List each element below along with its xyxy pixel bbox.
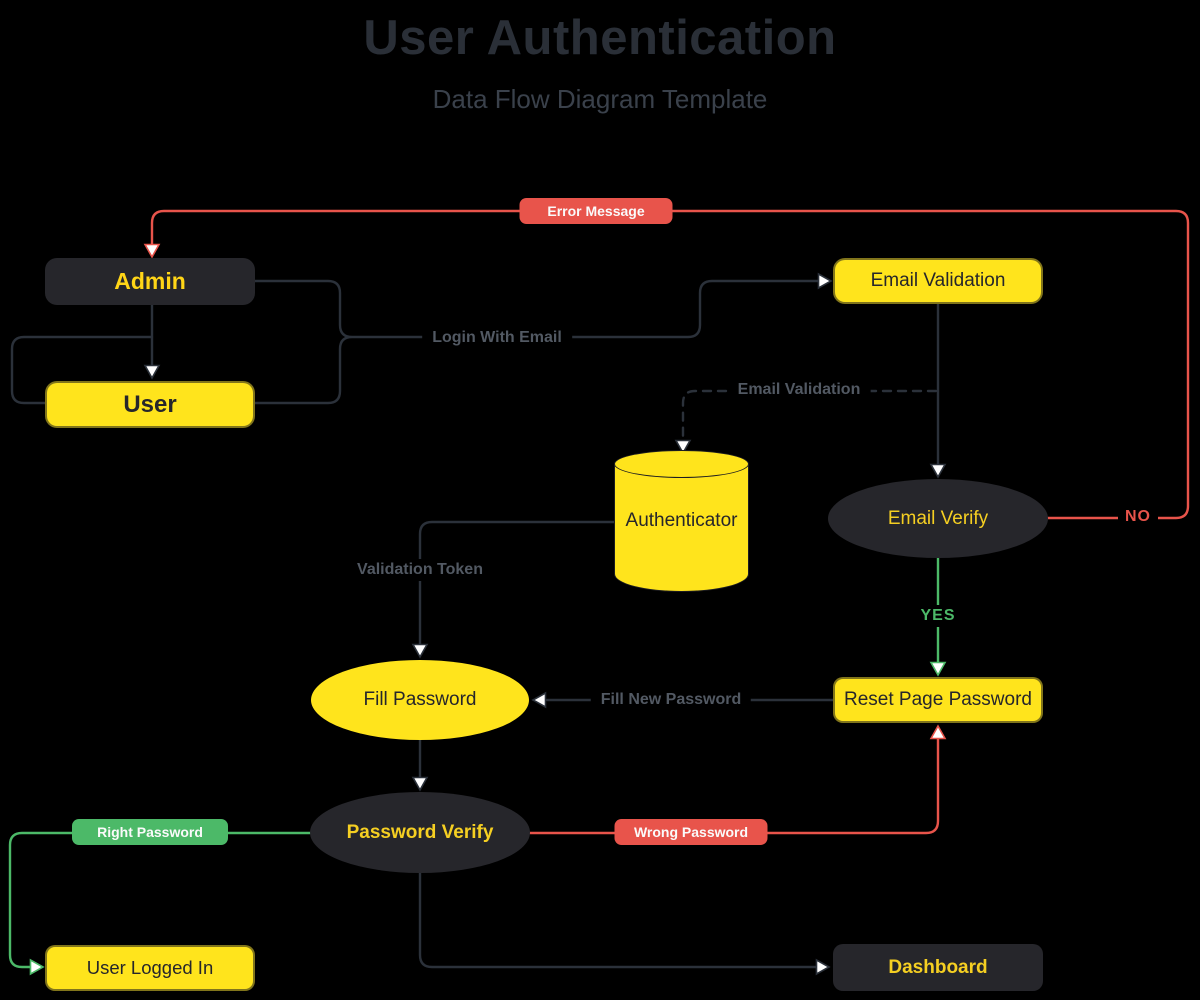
- node-reset-page-password: Reset Page Password: [833, 677, 1043, 723]
- cylinder-top: [614, 450, 749, 478]
- node-email-validation: Email Validation: [833, 258, 1043, 304]
- email-validation-label: Email Validation: [870, 270, 1006, 291]
- edge-login-with-email: [253, 272, 833, 405]
- wrong-password-pill: Wrong Password: [614, 819, 768, 845]
- dashboard-label: Dashboard: [888, 956, 988, 978]
- node-admin: Admin: [45, 258, 255, 305]
- node-dashboard: Dashboard: [833, 944, 1043, 991]
- node-user-logged-in: User Logged In: [45, 945, 255, 991]
- edge-emailvalidation-to-emailverify: [929, 302, 947, 479]
- cylinder-body: [614, 464, 749, 592]
- no-label: NO: [1118, 506, 1158, 528]
- node-email-verify: Email Verify: [828, 479, 1048, 558]
- edge-passwordverify-to-dashboard: [418, 870, 831, 976]
- edge-authenticator-to-fillpassword: [411, 520, 616, 659]
- node-fill-password: Fill Password: [311, 660, 529, 740]
- email-validation-edge-label: Email Validation: [727, 379, 871, 401]
- reset-page-password-label: Reset Page Password: [844, 689, 1032, 710]
- admin-label: Admin: [114, 268, 186, 294]
- diagram-title: User Authentication: [363, 11, 837, 65]
- edge-admin-user-left-bracket: [10, 335, 154, 405]
- edge-error-message-red: [143, 209, 1190, 520]
- edge-wrong-password-red: [528, 724, 947, 835]
- user-label: User: [123, 390, 177, 418]
- fill-password-label: Fill Password: [363, 689, 477, 710]
- edge-admin-to-user: [143, 303, 161, 380]
- login-with-email-label: Login With Email: [422, 327, 572, 349]
- email-verify-label: Email Verify: [887, 507, 989, 529]
- error-message-pill: Error Message: [519, 198, 673, 224]
- edge-emailvalidation-to-authenticator-dashed: [674, 389, 938, 455]
- node-password-verify: Password Verify: [310, 792, 530, 873]
- yes-label: YES: [913, 605, 963, 627]
- node-authenticator: Authenticator: [614, 450, 749, 592]
- fill-new-password-label: Fill New Password: [590, 689, 752, 711]
- edge-right-password-green: [8, 831, 312, 976]
- authenticator-label: Authenticator: [625, 510, 738, 531]
- diagram-subtitle: Data Flow Diagram Template: [432, 84, 768, 114]
- right-password-pill: Right Password: [72, 819, 228, 845]
- node-user: User: [45, 381, 255, 428]
- password-verify-label: Password Verify: [346, 821, 494, 843]
- validation-token-label: Validation Token: [347, 559, 493, 581]
- user-logged-in-label: User Logged In: [86, 957, 214, 978]
- edge-fillpassword-to-passwordverify: [411, 738, 429, 792]
